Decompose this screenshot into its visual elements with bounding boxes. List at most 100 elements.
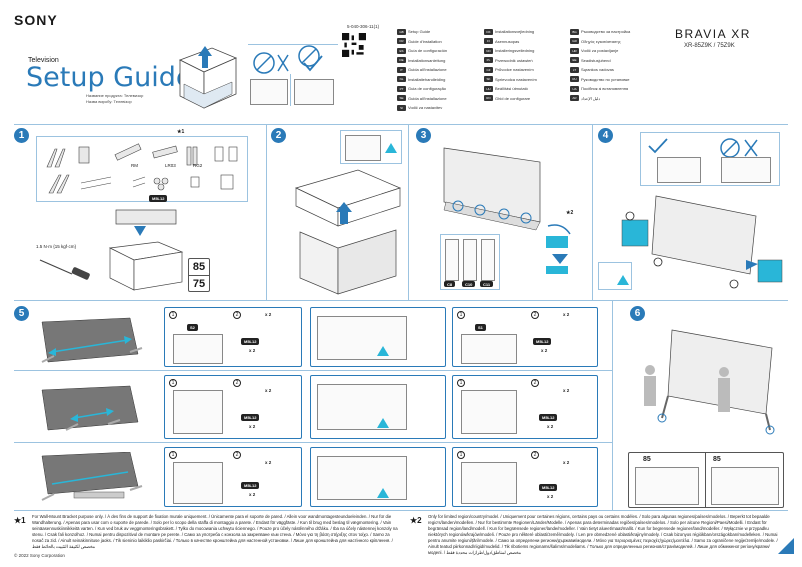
language-code: HR xyxy=(570,47,579,54)
product-type: Television xyxy=(28,57,59,64)
model-brand: BRAVIA XR xyxy=(675,27,751,41)
part-label-rm: RM xyxy=(131,163,138,168)
language-code: PT xyxy=(397,85,406,92)
brand-logo: SONY xyxy=(14,12,58,28)
screw-badge: M5L12 xyxy=(539,414,558,421)
prohibited-icon xyxy=(720,138,740,158)
soundbar-box-illustration xyxy=(108,209,184,291)
language-code: GR xyxy=(570,38,579,45)
size-85: 85 xyxy=(192,261,206,273)
screw-badge: M5L12 xyxy=(241,414,260,421)
cutter-caution-box xyxy=(340,130,402,164)
correct-lift-image xyxy=(294,79,334,105)
language-code: EE xyxy=(570,57,579,64)
footnote-2: Only for limited region/country/model. /… xyxy=(428,514,778,555)
language-label: دليل الإعداد xyxy=(581,95,601,101)
prohibited-icon xyxy=(298,45,320,67)
language-label: Οδηγός εγκατάστασης xyxy=(581,38,621,44)
mount-left-row1: 1 2 S2 x 2 M5L12 x 2 xyxy=(164,307,302,367)
warning-icon xyxy=(617,275,629,285)
mount-right-row3: 1 2 S1 x 2 M5L12 x 2 xyxy=(452,447,598,507)
screw-count: x 2 xyxy=(265,388,272,393)
remove-protector-illustration xyxy=(546,224,571,274)
mount-left-row2: 1 2 S2 x 2 M5L12 x 2 xyxy=(164,375,302,439)
language-code: IT xyxy=(397,66,406,73)
screw-badge: M5L12 xyxy=(241,482,260,489)
tv-standing-illustration xyxy=(644,329,775,435)
section-divider xyxy=(14,510,788,511)
parts-list: RM LR03 RG2 M5L12 xyxy=(36,136,248,202)
caution-inset xyxy=(598,262,632,290)
screw-qty: x 2 xyxy=(249,492,256,497)
screw-count: x 2 xyxy=(265,312,272,317)
warning-icon xyxy=(377,346,389,356)
step-number-3: 3 xyxy=(416,128,431,143)
handling-panel xyxy=(640,132,780,186)
footnote-1: For Wall-Mount Bracket purpose only. / À… xyxy=(32,514,398,549)
prohibited-icon xyxy=(253,52,275,74)
document-code: 5-040-306-11(1) xyxy=(347,24,380,29)
language-code: GB xyxy=(397,28,406,35)
screw-qty: x 2 xyxy=(249,424,256,429)
mount-center-row2 xyxy=(310,375,446,439)
torque-spec: 1.5 N·m {15 kgf·cm} xyxy=(36,244,77,249)
size-labels: 85 75 xyxy=(188,258,210,292)
checkmark-icon xyxy=(648,138,668,154)
language-label: Seadistusjuhend xyxy=(581,57,611,63)
language-code: BG xyxy=(570,28,579,35)
note-mark-1: ★1 xyxy=(177,129,185,135)
page-title: Setup Guide xyxy=(26,62,193,93)
mount-right-row1: 1 2 S1 x 2 M5L12 x 2 xyxy=(452,307,598,367)
mount-center-row3 xyxy=(310,447,446,507)
screwdriver-icon xyxy=(39,259,90,280)
language-label: Beállítási útmutató xyxy=(495,86,528,92)
cross-icon xyxy=(744,139,758,157)
screw-badge: M5L12 xyxy=(149,195,168,202)
language-label: Setup Guide xyxy=(408,29,431,35)
subtitle-ru: Название продукта: Телевизор xyxy=(86,93,144,98)
size-85: 85 xyxy=(713,456,721,463)
cable-label-c11: C11 xyxy=(480,281,494,287)
step-number-1: 1 xyxy=(14,128,29,143)
box-lift-illustration xyxy=(179,46,238,109)
mount-center-row1 xyxy=(310,307,446,367)
language-label: Installeringsveiledning xyxy=(495,48,535,54)
tv-stand-narrow-position xyxy=(41,385,139,431)
stand-check-panel: 85 85 xyxy=(628,452,784,508)
screw-badge: M5L12 xyxy=(539,484,558,491)
cable-parts-box: C8 C10 C11 xyxy=(440,234,500,290)
tv-laying-illustration xyxy=(621,195,783,289)
copyright: © 2022 Sony Corporation xyxy=(14,553,65,558)
section-divider xyxy=(14,442,612,443)
section-divider xyxy=(612,300,613,510)
qr-code xyxy=(342,33,366,57)
cable-label-c10: C10 xyxy=(462,281,476,287)
lift-instruction-panel xyxy=(248,44,338,106)
screw-badge: M5L12 xyxy=(241,338,260,345)
language-label: Installatiehandleiding xyxy=(408,76,446,82)
screw-qty: x 2 xyxy=(547,494,554,499)
subtitle-ua: Назва виробу: Телевізор xyxy=(86,99,132,104)
section-divider xyxy=(14,300,788,301)
language-code: NO xyxy=(484,47,493,54)
screw-count: x 2 xyxy=(563,388,570,393)
screw-qty: x 2 xyxy=(541,348,548,353)
tv-back-illustration xyxy=(443,147,541,231)
wrong-lift-image xyxy=(250,79,288,105)
language-label: Vodič za postavljanje xyxy=(581,48,619,54)
language-label: Ръководство за настройка xyxy=(581,29,631,35)
step-number-2: 2 xyxy=(271,128,286,143)
